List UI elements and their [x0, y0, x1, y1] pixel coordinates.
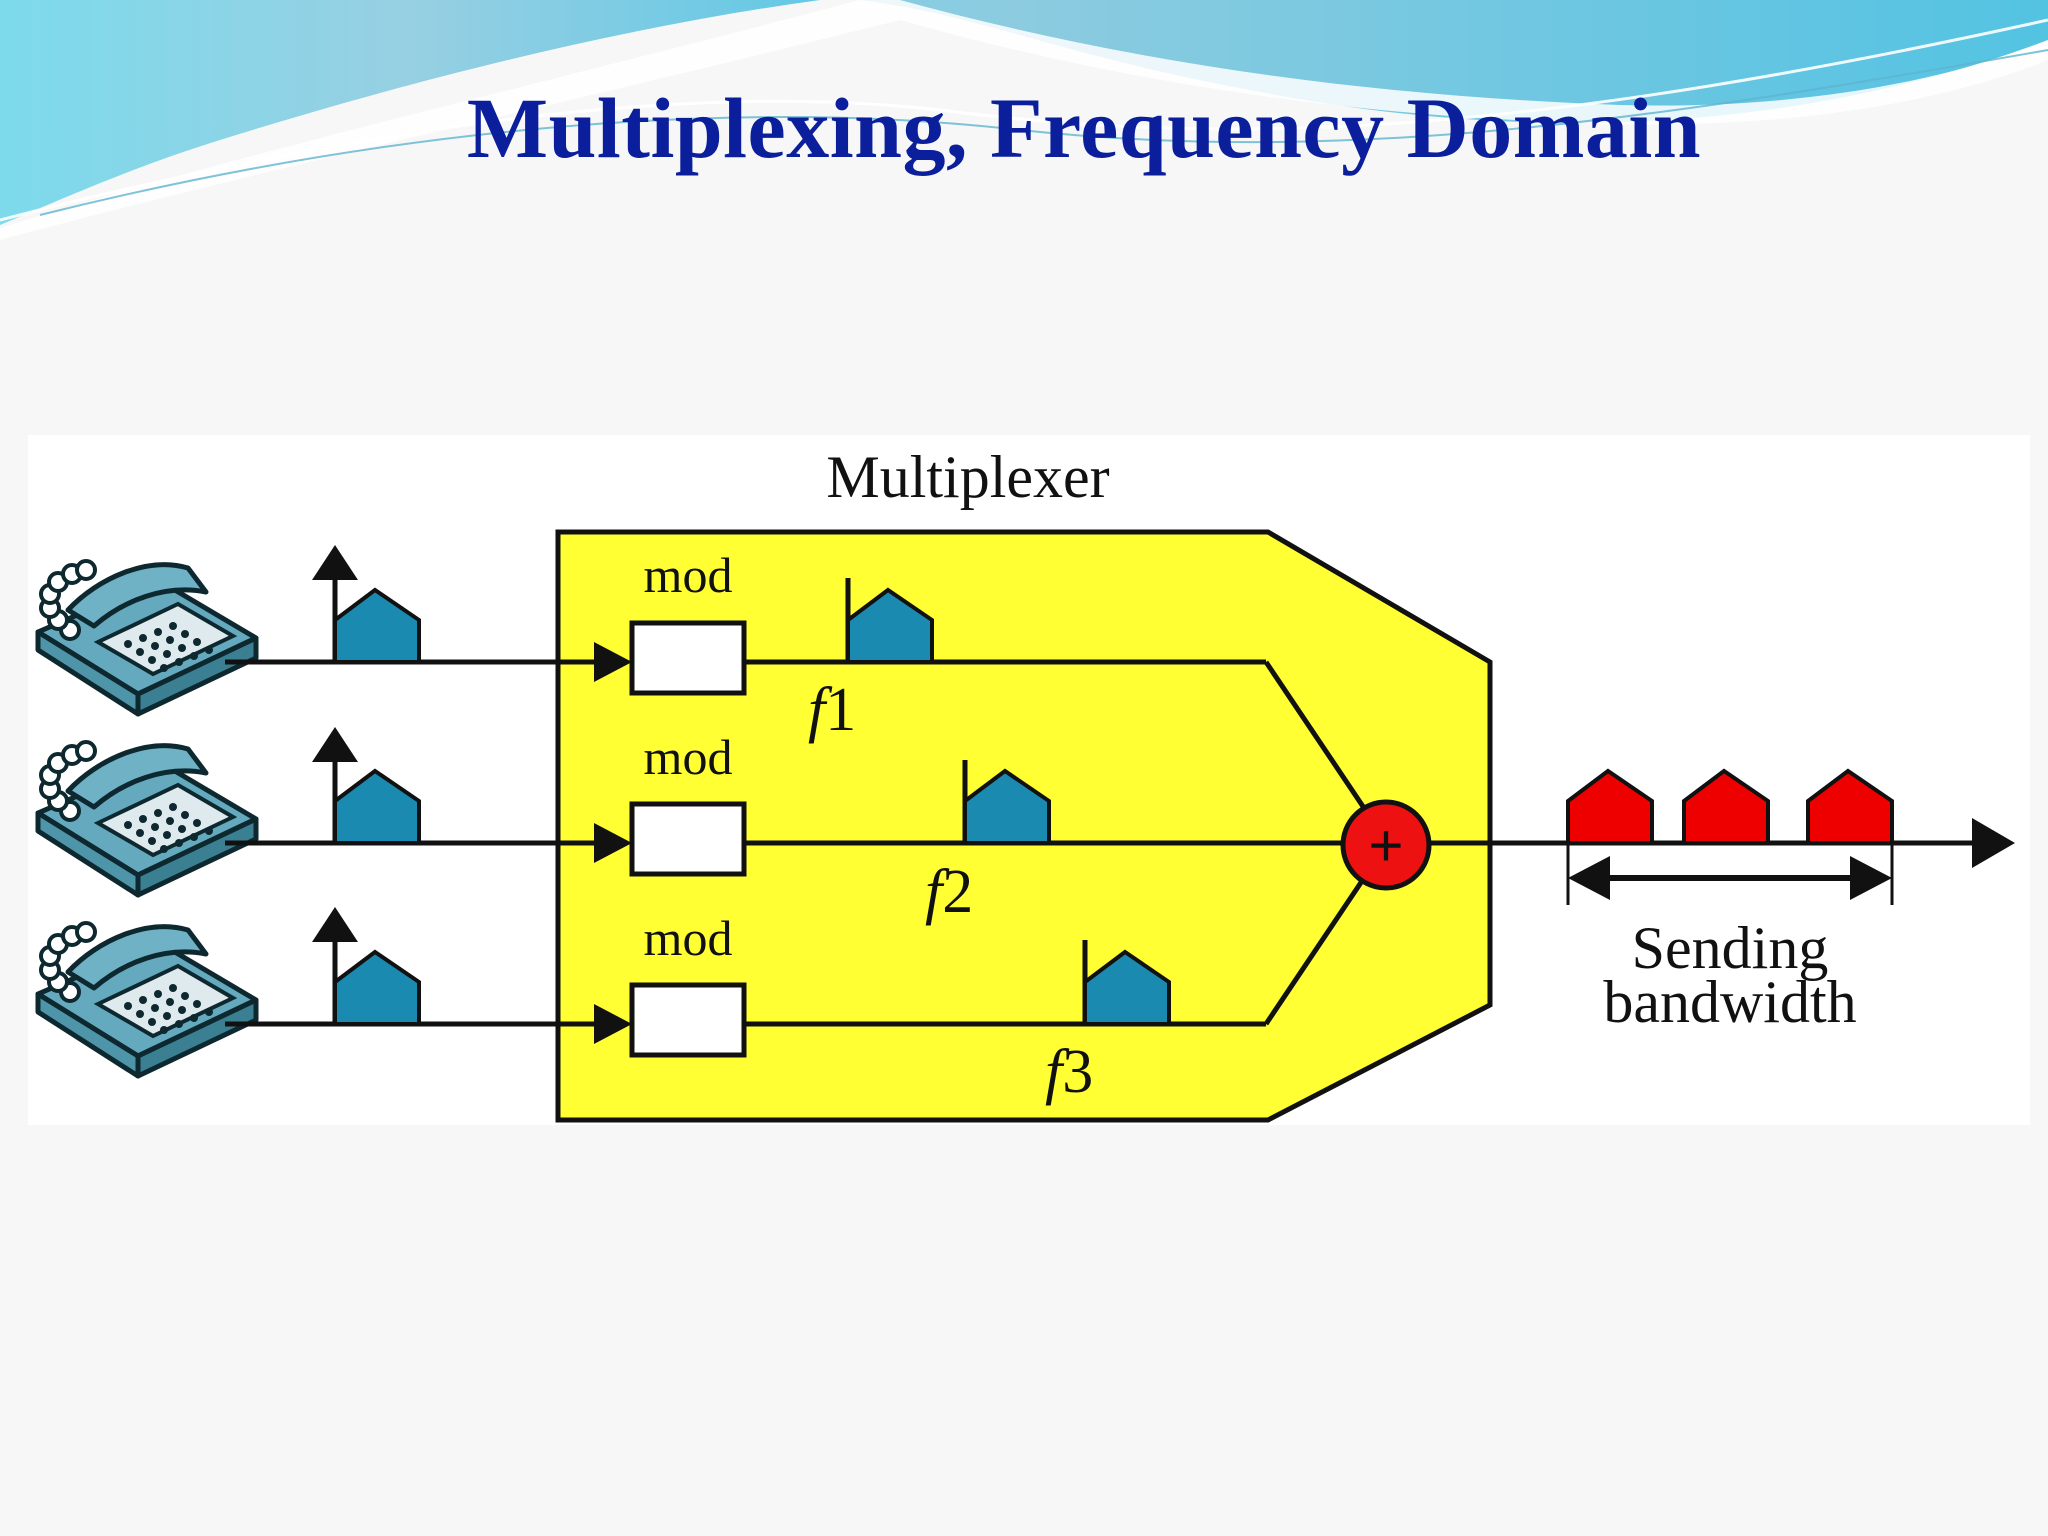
adder-plus-symbol: + [1368, 812, 1403, 879]
telephone-icon-2 [38, 742, 256, 895]
frequency-label-1: f1 [808, 676, 856, 744]
output-spectrum-3 [1806, 769, 1894, 845]
modulator-box-2 [629, 801, 747, 877]
input-spectrum-2 [333, 769, 421, 845]
bandwidth-arrow-left [1568, 856, 1610, 900]
adder-circle [1340, 799, 1432, 891]
sending-label: Sending [1632, 915, 1829, 981]
header-wave-left [0, 0, 820, 225]
modulator-box-3 [629, 982, 747, 1058]
header-wave-white [0, 0, 2048, 240]
arrow-head-2 [594, 823, 632, 863]
spectrum-axis-arrow-2 [312, 727, 358, 762]
bandwidth-label: bandwidth [1603, 969, 1856, 1035]
modulator-box-1 [629, 620, 747, 696]
input-spectrum-3 [333, 950, 421, 1026]
arrow-head-1 [594, 642, 632, 682]
spectrum-axis-arrow-3 [312, 907, 358, 942]
output-arrow-head [1972, 818, 2015, 868]
header-wave-band [0, 0, 2048, 123]
modulator-label-3: mod [644, 910, 733, 966]
telephone-icon-3 [38, 923, 256, 1076]
bandwidth-arrow-right [1850, 856, 1892, 900]
input-spectrum-1 [333, 588, 421, 664]
spectrum-axis-arrow-1 [312, 545, 358, 580]
output-spectrum-2 [1682, 769, 1770, 845]
modulator-label-1: mod [644, 547, 733, 603]
header-wave-line-1 [0, 18, 2048, 222]
multiplexer-label: Multiplexer [826, 444, 1109, 510]
modulator-label-2: mod [644, 729, 733, 785]
arrow-head-3 [594, 1004, 632, 1044]
output-spectrum-1 [1566, 769, 1654, 845]
header-wave-line-2 [39, 49, 2048, 216]
frequency-label-3: f3 [1045, 1038, 1093, 1106]
slide-title: Multiplexing, Frequency Domain [466, 80, 1702, 176]
telephone-icon-1 [38, 561, 256, 714]
channel-line-1-diag [1263, 660, 1367, 810]
channel-line-3-diag [1263, 876, 1367, 1026]
frequency-label-2: f2 [925, 858, 973, 926]
